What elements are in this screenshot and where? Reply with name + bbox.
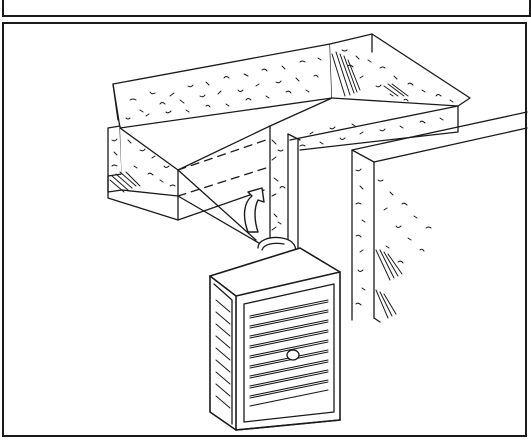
shadow-hatching (109, 51, 409, 193)
concrete-texture (111, 49, 454, 187)
interior-wall (269, 125, 301, 251)
airflow-arrow-icon (243, 187, 265, 233)
ceiling-slab (107, 33, 471, 221)
top-panel-border (2, 0, 531, 17)
duct-cutaway (177, 139, 267, 247)
right-wall (351, 111, 528, 323)
wall-fan-icon (209, 236, 341, 431)
